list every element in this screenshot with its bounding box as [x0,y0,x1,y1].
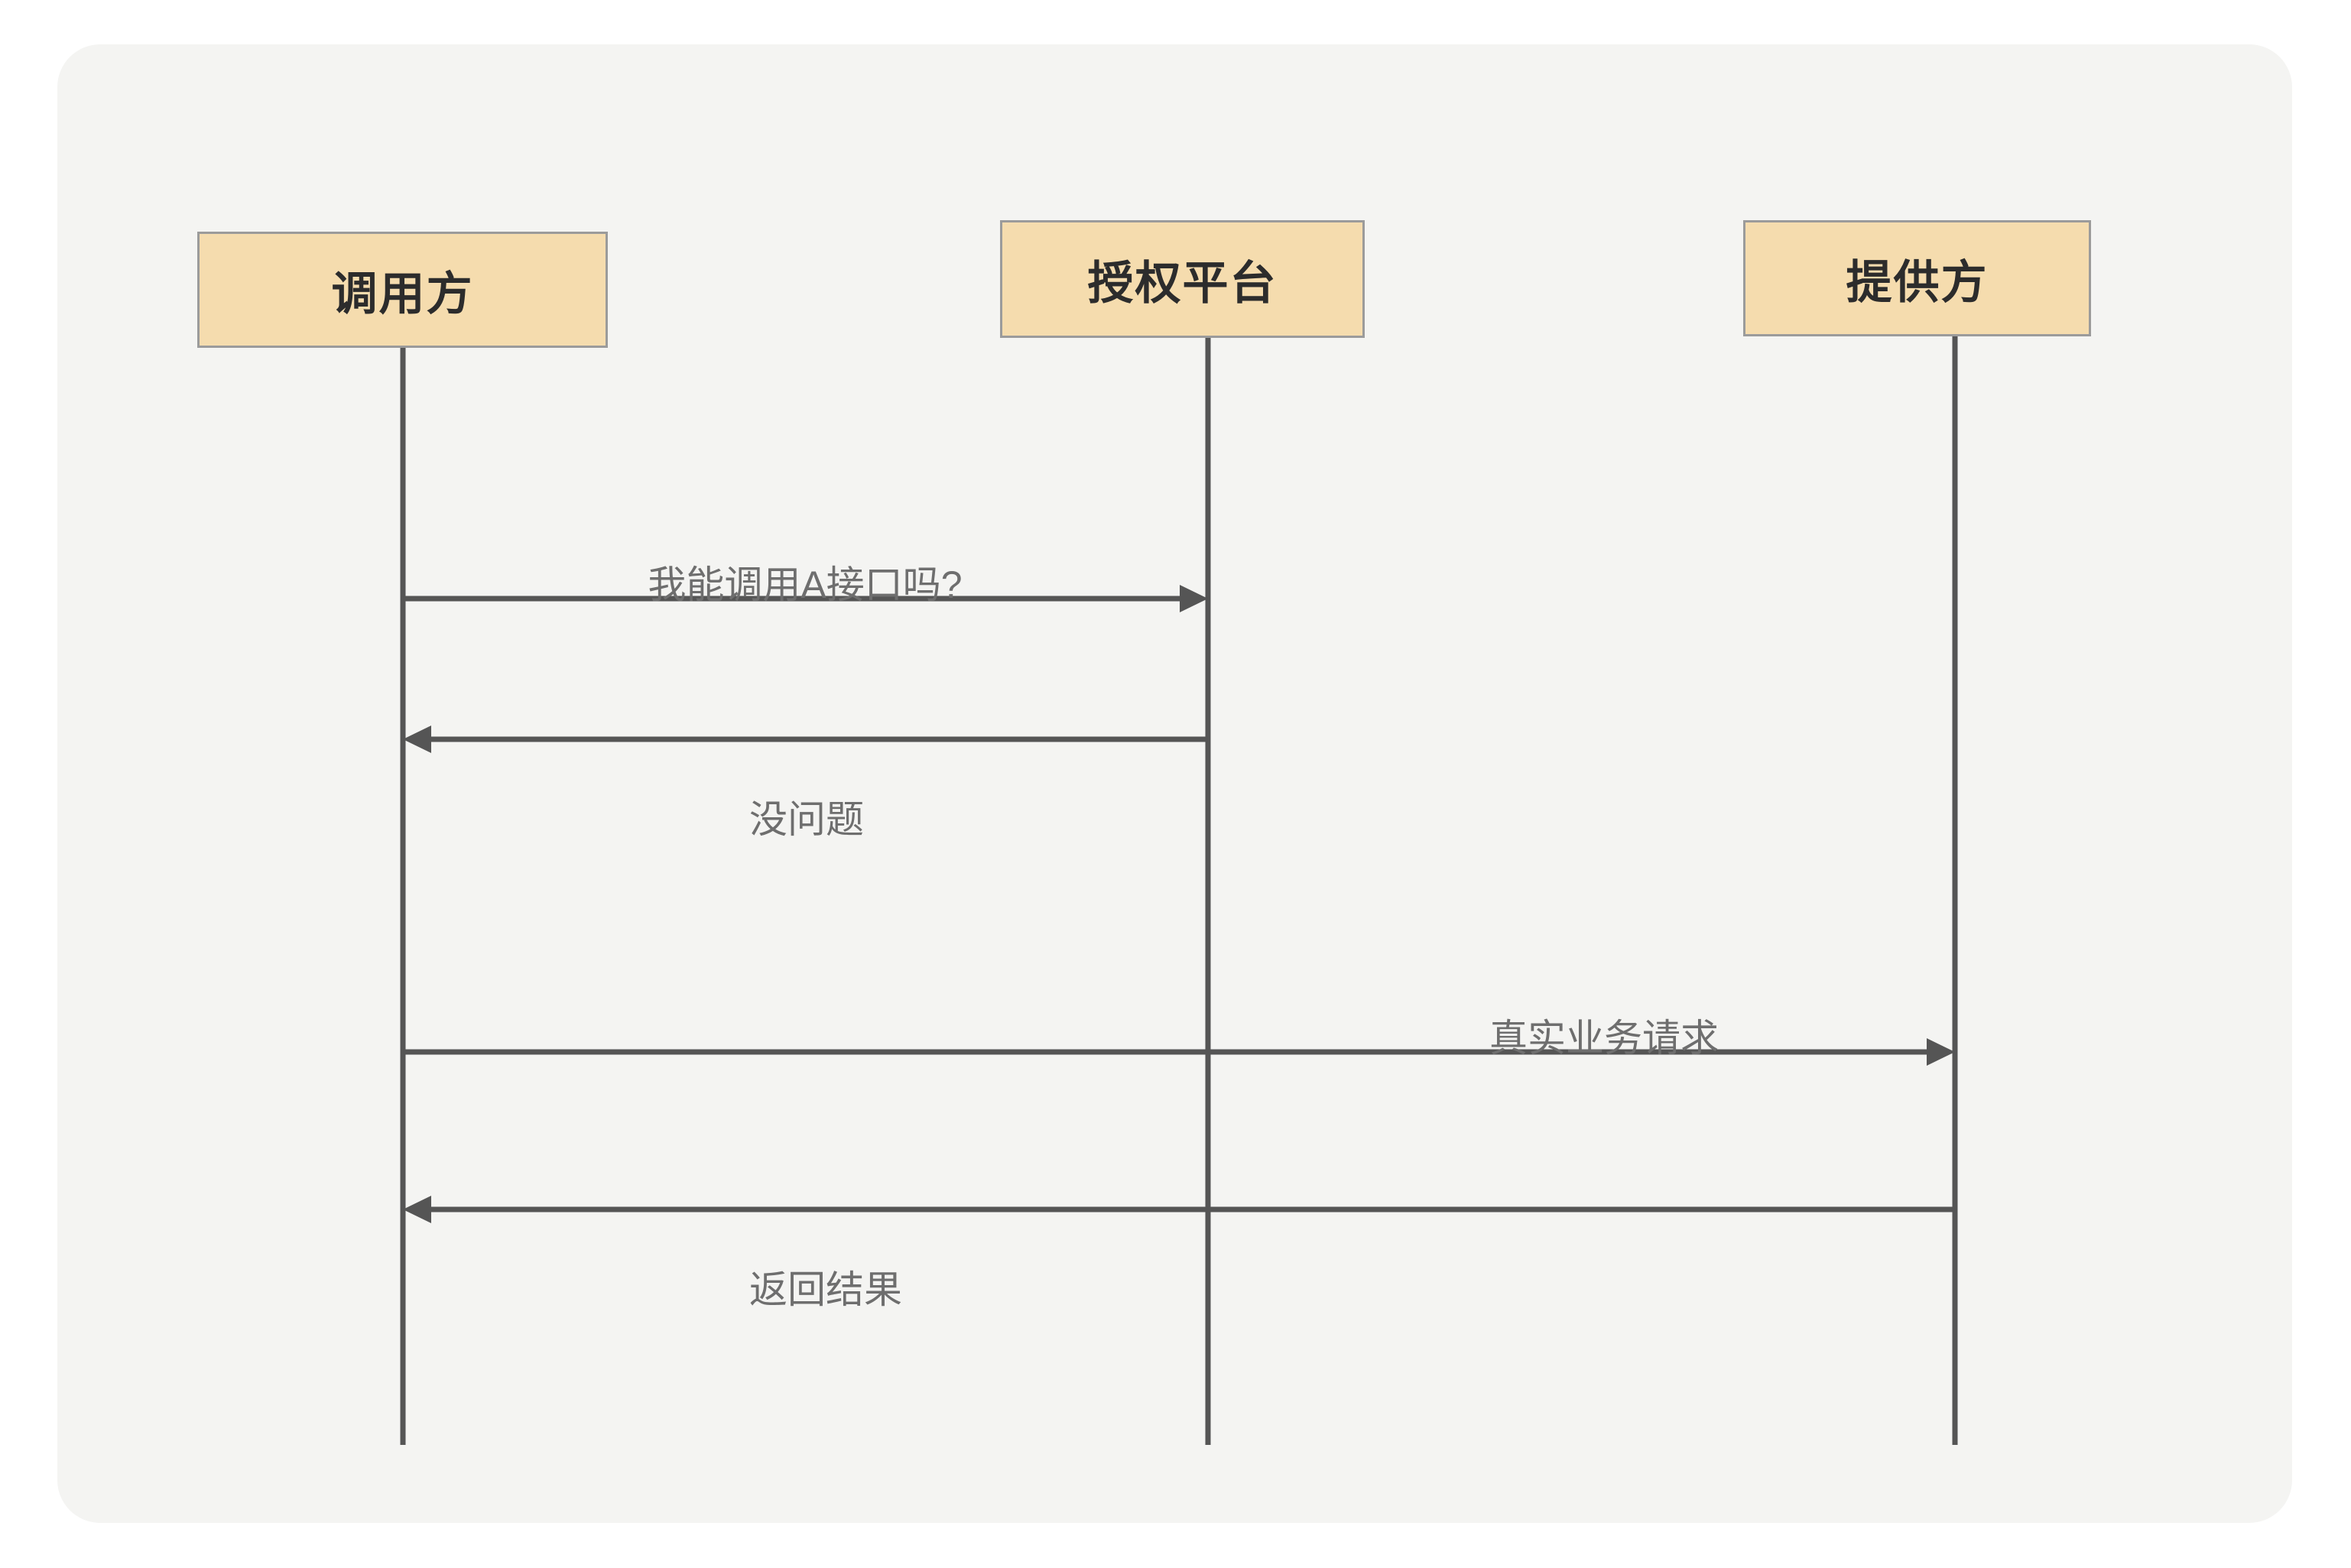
message-arrow-4 [403,1196,1955,1223]
message-label-4: 返回结果 [749,1268,902,1311]
message-label-2: 没问题 [749,798,864,841]
participant-label-auth-platform: 授权平台 [1087,257,1278,309]
message-arrow-2 [403,726,1208,753]
message-arrow-1 [403,585,1208,612]
participant-box-caller[interactable]: 调用方 [197,232,608,348]
message-label-1: 我能调用A接口吗? [648,563,963,606]
message-label-3: 真实业务请求 [1489,1017,1719,1060]
participant-box-auth-platform[interactable]: 授权平台 [1000,220,1365,338]
participant-label-provider: 提供方 [1846,256,1989,308]
participant-box-provider[interactable]: 提供方 [1743,220,2091,336]
message-arrow-3 [403,1038,1955,1066]
participant-label-caller: 调用方 [331,268,474,320]
